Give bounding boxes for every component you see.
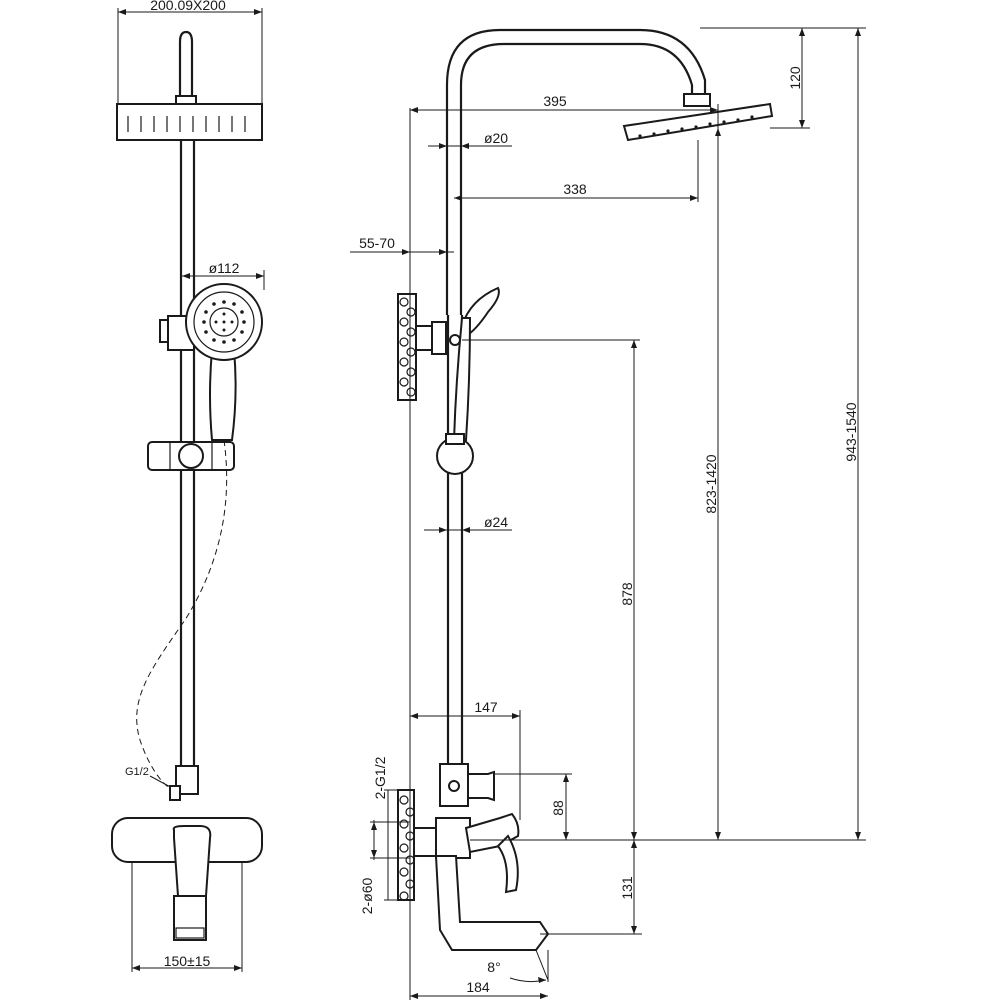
mixer-diverter-label: 88 xyxy=(550,800,566,816)
wall-bracket-upper xyxy=(397,293,447,401)
rail-height-dimension: 823-1420 xyxy=(703,128,721,840)
rain-shower-head xyxy=(116,103,263,141)
spout-reach-label: 184 xyxy=(466,979,490,995)
head-offset-label: 338 xyxy=(563,181,587,197)
head-drop-label: 120 xyxy=(787,66,803,90)
diverter-front xyxy=(169,765,199,801)
connection-thread-label: 2-G1/2 xyxy=(372,756,388,799)
total-height-dimension: 943-1540 xyxy=(810,27,866,840)
pipe-dia-top-label: ø20 xyxy=(484,130,508,146)
hose-thread-label: G1/2 xyxy=(125,766,149,778)
total-height-label: 943-1540 xyxy=(843,402,859,461)
rain-head-side xyxy=(622,93,774,142)
front-view: 200.09X200 ø112 xyxy=(111,0,265,972)
mixer-front xyxy=(111,817,263,941)
mixer-diverter-dimension: 88 xyxy=(494,773,572,840)
head-size-dimension: 200.09X200 xyxy=(117,0,263,108)
hand-shower-side xyxy=(449,286,500,441)
wall-gap-label: 55-70 xyxy=(359,235,395,251)
spout-drop-dimension: 131 xyxy=(540,840,642,935)
flange-dia-label: 2-ø60 xyxy=(359,878,375,915)
head-size-label: 200.09X200 xyxy=(150,0,226,13)
spout-angle-dimension: 8° xyxy=(487,949,549,983)
spout-angle-label: 8° xyxy=(487,959,500,975)
mixer-depth-label: 147 xyxy=(474,699,498,715)
holder-height-label: 878 xyxy=(619,582,635,606)
arm-length-label: 395 xyxy=(543,93,567,109)
spout-reach-dimension: 184 xyxy=(409,800,548,1000)
side-view: 395 ø20 338 55-70 ø24 xyxy=(350,27,866,1000)
slider-bracket-front xyxy=(147,441,235,471)
hand-shower-front xyxy=(185,283,263,441)
mixer-depth-dimension: 147 xyxy=(410,699,521,820)
hand-shower-dia-label: ø112 xyxy=(209,260,240,276)
tap-spacing-label: 150±15 xyxy=(164,953,211,969)
pipe-dia-low-label: ø24 xyxy=(484,514,508,530)
tap-spacing-dimension: 150±15 xyxy=(131,862,243,972)
holder-height-dimension: 878 xyxy=(462,339,640,840)
wall-gap-dimension: 55-70 xyxy=(350,235,454,255)
mixer-side xyxy=(397,789,550,951)
connection-thread-dimension: 2-G1/2 xyxy=(370,756,410,860)
flange-dia-dimension: 2-ø60 xyxy=(359,789,400,915)
spout-drop-label: 131 xyxy=(619,876,635,900)
shower-arm xyxy=(445,28,707,315)
diverter-side xyxy=(439,763,495,807)
hand-shower-dimension: ø112 xyxy=(182,260,265,290)
head-drop-dimension: 120 xyxy=(700,27,810,129)
hose-dashed xyxy=(136,439,228,793)
pipe-dia-low-dimension: ø24 xyxy=(424,514,512,533)
rail-height-label: 823-1420 xyxy=(703,454,719,513)
head-offset-dimension: 338 xyxy=(454,140,699,202)
arm-length-dimension: 395 xyxy=(409,93,719,800)
pipe-dia-top-dimension: ø20 xyxy=(428,130,512,149)
